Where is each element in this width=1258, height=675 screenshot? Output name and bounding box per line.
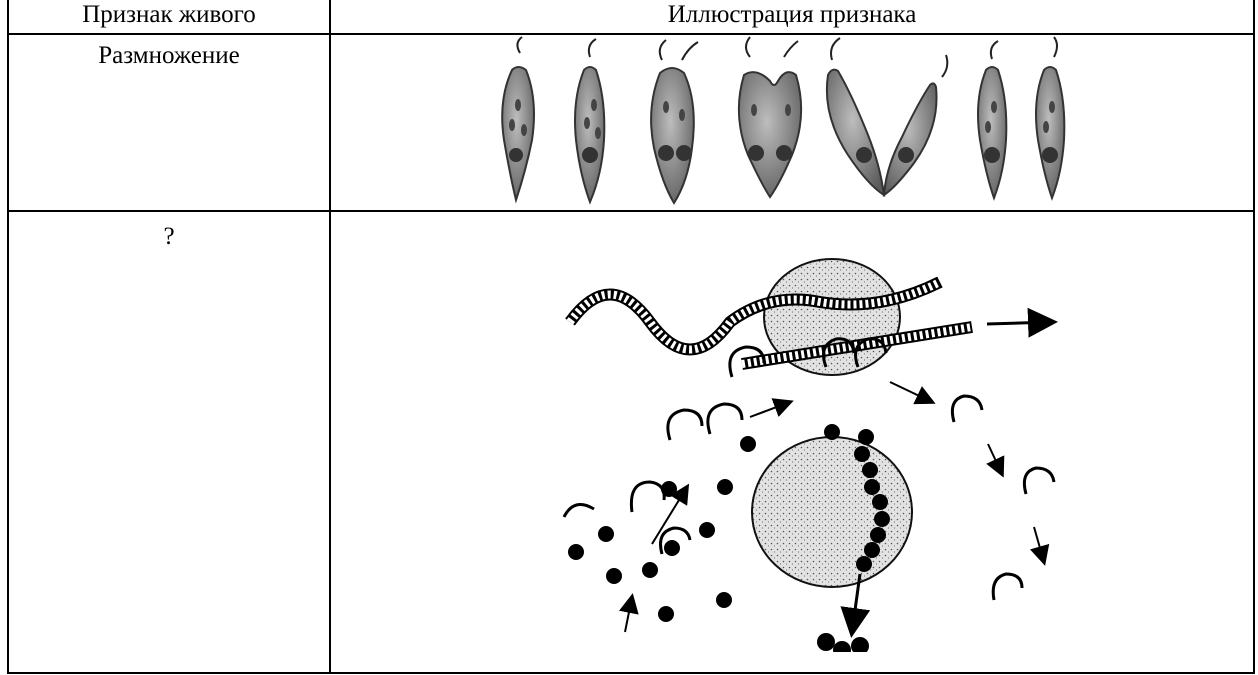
euglena-cell-6	[978, 41, 1006, 198]
header-sign: Признак живого	[8, 0, 330, 34]
table-row: ?	[8, 211, 1254, 673]
row-sign-cell: Размножение	[8, 34, 330, 211]
euglena-cell-3	[651, 40, 698, 203]
header-illustration: Иллюстрация признака	[330, 0, 1254, 34]
table-header-row: Признак живого Иллюстрация признака	[8, 0, 1254, 34]
row-illustration-cell	[330, 211, 1254, 673]
row-illustration-cell	[330, 34, 1254, 211]
folded-protein	[817, 633, 869, 652]
ribosome-large-subunit	[752, 437, 912, 587]
biology-signs-table: Признак живого Иллюстрация признака Разм…	[7, 0, 1255, 674]
euglena-cell-2	[575, 39, 604, 202]
ribosome-protein-synthesis-icon	[332, 212, 1252, 652]
row-sign-cell: ?	[8, 211, 330, 673]
euglena-cell-1	[502, 37, 534, 200]
euglena-cell-7	[1036, 37, 1064, 198]
euglena-cell-5	[827, 38, 947, 195]
table-row: Размножение	[8, 34, 1254, 211]
row-sign-label: Размножение	[9, 35, 329, 71]
euglena-division-sequence-icon	[332, 35, 1252, 205]
euglena-cell-4	[739, 37, 801, 197]
row-sign-label: ?	[9, 212, 329, 252]
